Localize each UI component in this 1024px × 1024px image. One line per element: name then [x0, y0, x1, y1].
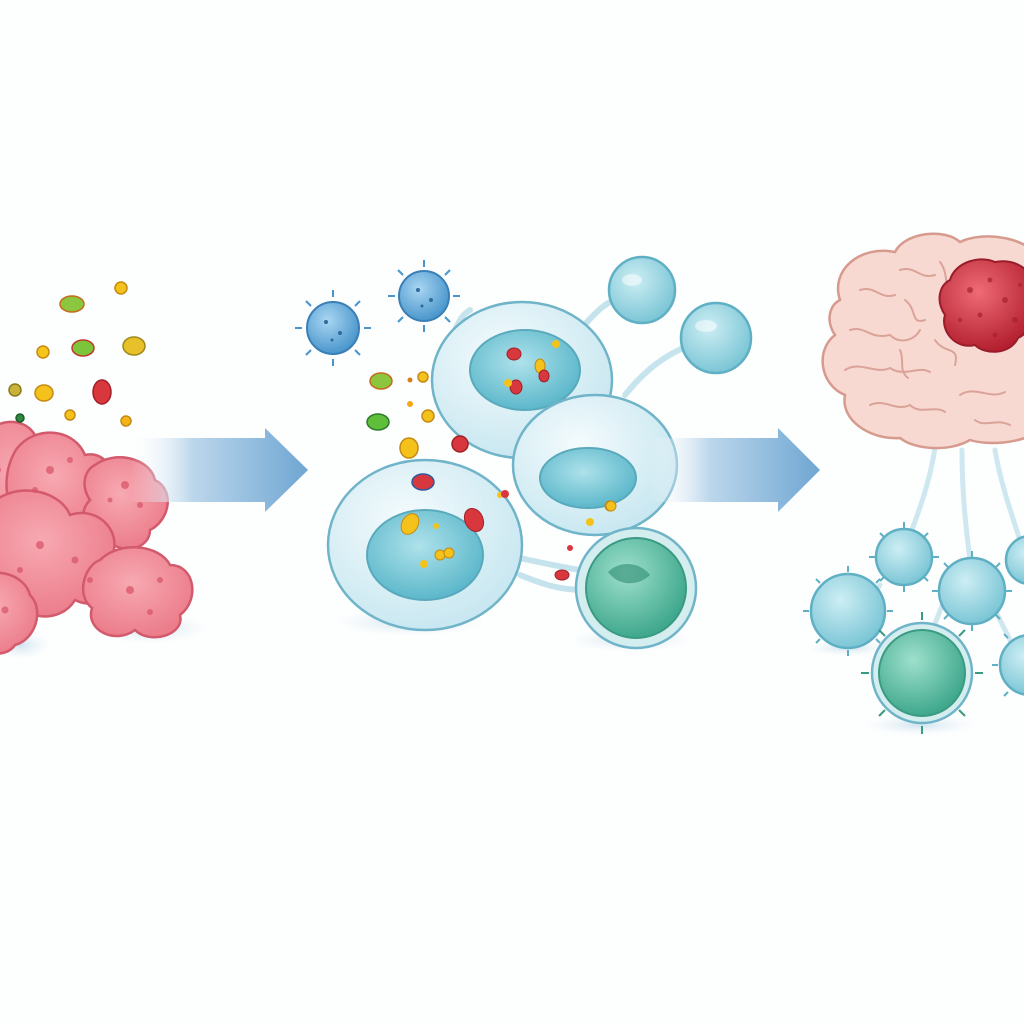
- immune-cell-green: [574, 526, 698, 650]
- virus-particle: [295, 290, 371, 366]
- floating-cell: [679, 301, 753, 375]
- stage-2-floating-cells: [607, 255, 753, 375]
- stage-1-particles: [8, 281, 146, 427]
- network-cell-teal: [803, 566, 893, 656]
- particle: [36, 345, 50, 359]
- tissue-texture-spots: [0, 457, 163, 615]
- particle: [15, 413, 25, 423]
- arrow-stage1-to-stage2: [130, 428, 308, 512]
- particle: [417, 371, 429, 383]
- particle: [366, 413, 390, 431]
- floating-cell: [607, 255, 677, 325]
- particle: [369, 372, 393, 390]
- particle: [64, 409, 76, 421]
- particle: [120, 415, 132, 427]
- virus-particle: [388, 260, 460, 332]
- particle: [407, 401, 413, 407]
- particle: [451, 435, 469, 453]
- particle: [92, 379, 112, 405]
- tissue-blob: [0, 420, 194, 655]
- brain-illustration: [821, 232, 1024, 450]
- immune-cell-large: [326, 458, 524, 632]
- network-cell-teal: [932, 551, 1012, 631]
- particle: [407, 377, 413, 383]
- stage-2-particles: [366, 371, 469, 459]
- particle: [114, 281, 128, 295]
- particle: [59, 295, 85, 313]
- particle: [34, 384, 54, 402]
- network-cell-teal: [869, 522, 939, 592]
- network-cell-teal: [992, 633, 1024, 697]
- particle: [421, 409, 435, 423]
- particle: [399, 437, 419, 459]
- stage-3-network: [803, 232, 1024, 735]
- stage-2-small-particles: [501, 490, 617, 581]
- stage-1-tissue-cluster: [0, 420, 208, 659]
- brain-tumor: [938, 258, 1024, 353]
- immune-cell-middle: [511, 393, 679, 537]
- arrow-stage2-to-stage3: [650, 428, 820, 512]
- network-cell-teal: [1004, 535, 1024, 585]
- particle: [8, 383, 22, 397]
- network-cell-green: [861, 612, 983, 734]
- particle: [122, 336, 146, 356]
- stage-2-cell-group: [326, 297, 698, 652]
- stage-2-viruses: [295, 260, 460, 366]
- particle: [71, 339, 95, 357]
